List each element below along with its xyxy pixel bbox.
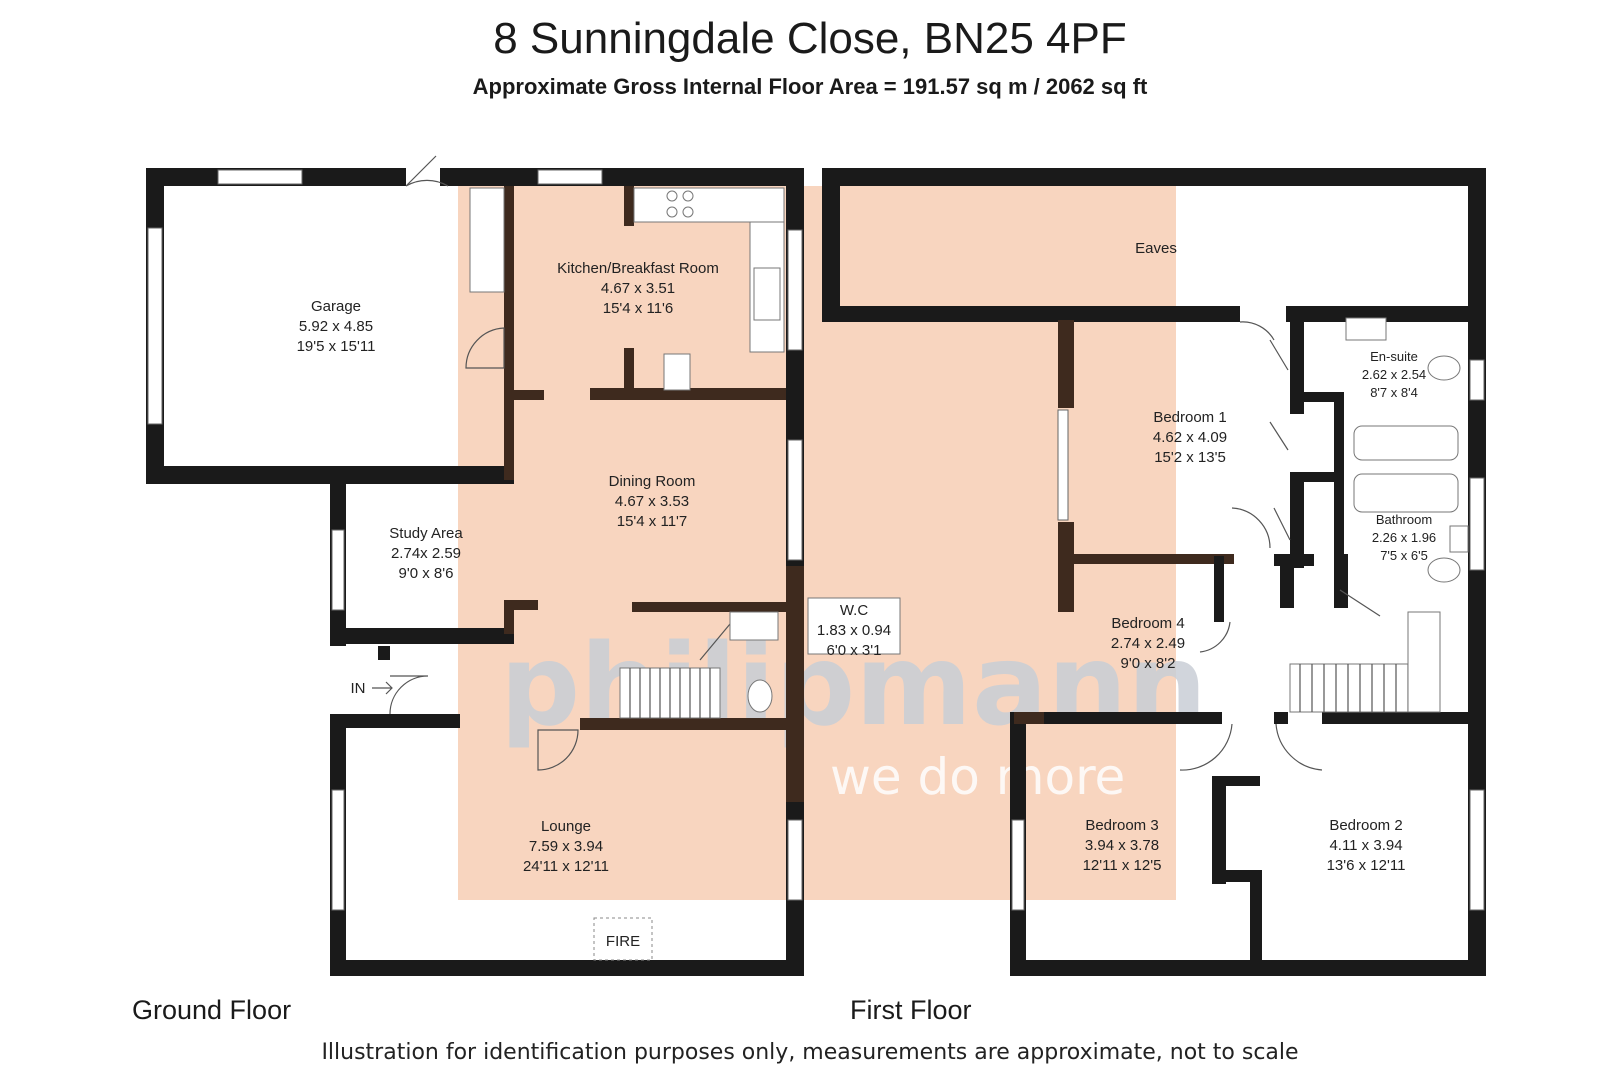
svg-text:15'4 x 11'6: 15'4 x 11'6 bbox=[603, 300, 674, 317]
svg-text:Lounge: Lounge bbox=[541, 818, 591, 835]
room-label-bedroom4: Bedroom 4 2.74 x 2.49 9'0 x 8'2 bbox=[1111, 615, 1185, 672]
svg-text:12'11 x 12'5: 12'11 x 12'5 bbox=[1083, 857, 1162, 874]
fireplace-label: FIRE bbox=[606, 933, 640, 950]
svg-text:W.C: W.C bbox=[840, 602, 868, 619]
room-label-wc: W.C 1.83 x 0.94 6'0 x 3'1 bbox=[817, 602, 891, 659]
room-label-bedroom3: Bedroom 3 3.94 x 3.78 12'11 x 12'5 bbox=[1083, 817, 1162, 874]
ground-floor-plan bbox=[146, 155, 901, 976]
svg-text:Garage: Garage bbox=[311, 298, 361, 315]
room-label-kitchen: Kitchen/Breakfast Room 4.67 x 3.51 15'4 … bbox=[557, 260, 719, 317]
room-label-dining: Dining Room 4.67 x 3.53 15'4 x 11'7 bbox=[609, 473, 696, 530]
disclaimer-text: Illustration for identification purposes… bbox=[321, 1040, 1299, 1065]
svg-text:Dining Room: Dining Room bbox=[609, 473, 696, 490]
room-label-garage: Garage 5.92 x 4.85 19'5 x 15'11 bbox=[297, 298, 376, 355]
svg-text:Bathroom: Bathroom bbox=[1376, 512, 1432, 527]
entrance-label: IN bbox=[351, 680, 366, 697]
svg-text:3.94 x 3.78: 3.94 x 3.78 bbox=[1085, 837, 1159, 854]
first-floor-stairs bbox=[1289, 611, 1441, 713]
room-label-lounge: Lounge 7.59 x 3.94 24'11 x 12'11 bbox=[523, 818, 609, 875]
svg-text:24'11 x 12'11: 24'11 x 12'11 bbox=[523, 858, 609, 875]
room-label-ensuite: En-suite 2.62 x 2.54 8'7 x 8'4 bbox=[1362, 349, 1426, 400]
svg-text:2.74x 2.59: 2.74x 2.59 bbox=[391, 545, 461, 562]
floor-area-subtitle: Approximate Gross Internal Floor Area = … bbox=[472, 74, 1148, 99]
svg-text:Bedroom 2: Bedroom 2 bbox=[1329, 817, 1402, 834]
room-label-bedroom1: Bedroom 1 4.62 x 4.09 15'2 x 13'5 bbox=[1153, 409, 1227, 466]
svg-text:1.83 x 0.94: 1.83 x 0.94 bbox=[817, 622, 891, 639]
svg-text:19'5 x 15'11: 19'5 x 15'11 bbox=[297, 338, 376, 355]
room-label-eaves: Eaves bbox=[1135, 240, 1177, 257]
entrance-arrow-icon bbox=[372, 681, 393, 695]
ground-stairs bbox=[619, 667, 721, 719]
svg-text:5.92 x 4.85: 5.92 x 4.85 bbox=[299, 318, 373, 335]
first-floor-label: First Floor bbox=[850, 995, 972, 1025]
svg-text:Kitchen/Breakfast Room: Kitchen/Breakfast Room bbox=[557, 260, 719, 277]
svg-text:7'5 x 6'5: 7'5 x 6'5 bbox=[1380, 548, 1428, 563]
first-floor-plan bbox=[822, 168, 1486, 976]
room-label-bathroom: Bathroom 2.26 x 1.96 7'5 x 6'5 bbox=[1372, 512, 1436, 563]
svg-text:2.62 x 2.54: 2.62 x 2.54 bbox=[1362, 367, 1426, 382]
room-label-study: Study Area 2.74x 2.59 9'0 x 8'6 bbox=[389, 525, 463, 582]
svg-text:2.74 x 2.49: 2.74 x 2.49 bbox=[1111, 635, 1185, 652]
svg-text:Bedroom 3: Bedroom 3 bbox=[1085, 817, 1158, 834]
svg-text:13'6 x 12'11: 13'6 x 12'11 bbox=[1327, 857, 1406, 874]
fireplace-outline bbox=[593, 917, 653, 961]
svg-text:Study Area: Study Area bbox=[389, 525, 463, 542]
svg-text:6'0 x 3'1: 6'0 x 3'1 bbox=[827, 642, 882, 659]
svg-text:Eaves: Eaves bbox=[1135, 240, 1177, 257]
ground-floor-label: Ground Floor bbox=[132, 995, 292, 1025]
svg-text:4.67 x 3.51: 4.67 x 3.51 bbox=[601, 280, 675, 297]
svg-text:15'2 x 13'5: 15'2 x 13'5 bbox=[1154, 449, 1226, 466]
svg-text:9'0 x 8'6: 9'0 x 8'6 bbox=[399, 565, 454, 582]
svg-text:9'0 x 8'2: 9'0 x 8'2 bbox=[1121, 655, 1176, 672]
svg-text:15'4 x 11'7: 15'4 x 11'7 bbox=[617, 513, 688, 530]
plan-title: 8 Sunningdale Close, BN25 4PF bbox=[493, 14, 1127, 63]
svg-text:7.59 x 3.94: 7.59 x 3.94 bbox=[529, 838, 603, 855]
highlight-overlay bbox=[458, 186, 1176, 900]
svg-text:8'7 x 8'4: 8'7 x 8'4 bbox=[1370, 385, 1418, 400]
watermark-tagline: we do more bbox=[830, 748, 1125, 806]
room-label-bedroom2: Bedroom 2 4.11 x 3.94 13'6 x 12'11 bbox=[1327, 817, 1406, 874]
svg-text:Bedroom 1: Bedroom 1 bbox=[1153, 409, 1226, 426]
svg-text:4.11 x 3.94: 4.11 x 3.94 bbox=[1329, 837, 1402, 854]
svg-text:4.67 x 3.53: 4.67 x 3.53 bbox=[615, 493, 689, 510]
svg-text:2.26 x 1.96: 2.26 x 1.96 bbox=[1372, 530, 1436, 545]
svg-text:4.62 x 4.09: 4.62 x 4.09 bbox=[1153, 429, 1227, 446]
svg-text:En-suite: En-suite bbox=[1370, 349, 1418, 364]
svg-text:Bedroom 4: Bedroom 4 bbox=[1111, 615, 1184, 632]
